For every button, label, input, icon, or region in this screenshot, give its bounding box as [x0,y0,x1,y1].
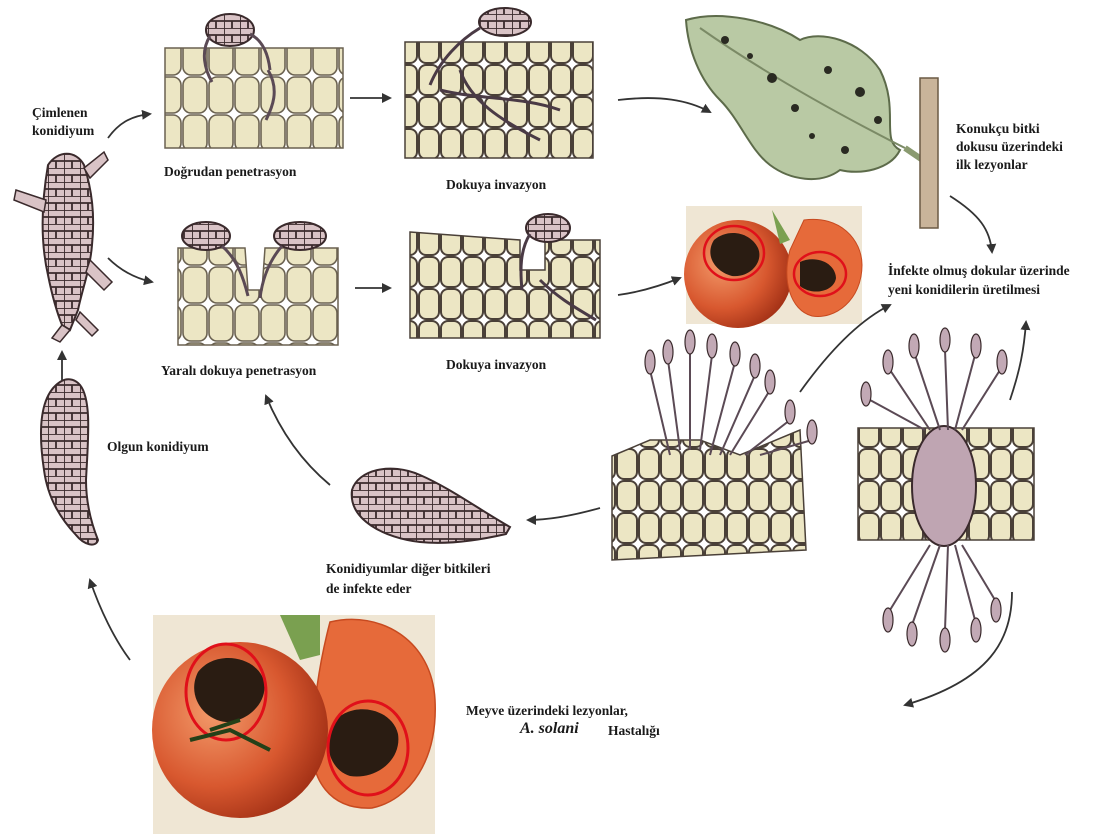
label-host-lesions-line3: ilk lezyonlar [956,156,1028,174]
direct-penetration-illustration [165,14,343,148]
spreading-conidium-illustration [352,469,510,543]
tomato-photo-small [684,206,862,328]
label-mature-conidium: Olgun konidiyum [107,438,209,456]
tissue-invasion-bottom-illustration [410,214,600,338]
tissue-invasion-top-illustration [405,8,593,158]
label-disease: Hastalığı [608,722,660,740]
label-wound-penetration: Yaralı dokuya penetrasyon [161,362,316,380]
tomato-photo-large [152,615,435,834]
label-infect-others-line1: Konidiyumlar diğer bitkileri [326,560,491,578]
label-tissue-invasion-top: Dokuya invazyon [446,176,546,194]
label-tissue-invasion-bottom: Dokuya invazyon [446,356,546,374]
mature-conidium-illustration [41,379,98,544]
label-new-conidia-line1: İnfekte olmuş dokular üzerinde [888,262,1070,280]
label-direct-penetration: Doğrudan penetrasyon [164,163,296,181]
label-host-lesions-line1: Konukçu bitki [956,120,1040,138]
wound-penetration-illustration [178,222,338,345]
label-infect-others-line2: de infekte eder [326,580,411,598]
sporulating-tissue-illustration [612,330,817,560]
label-species-name: A. solani [520,720,579,738]
label-new-conidia-line2: yeni konidilerin üretilmesi [888,281,1040,299]
cross-section-sporulation-illustration [858,328,1034,652]
label-germinated-conidium-line2: konidiyum [32,122,94,140]
label-fruit-lesions: Meyve üzerindeki lezyonlar, [466,702,628,720]
label-host-lesions-line2: dokusu üzerindeki [956,138,1063,156]
germinated-conidium-illustration [14,152,112,342]
label-germinated-conidium-line1: Çimlenen [32,104,88,122]
infected-leaf-illustration [686,16,938,228]
